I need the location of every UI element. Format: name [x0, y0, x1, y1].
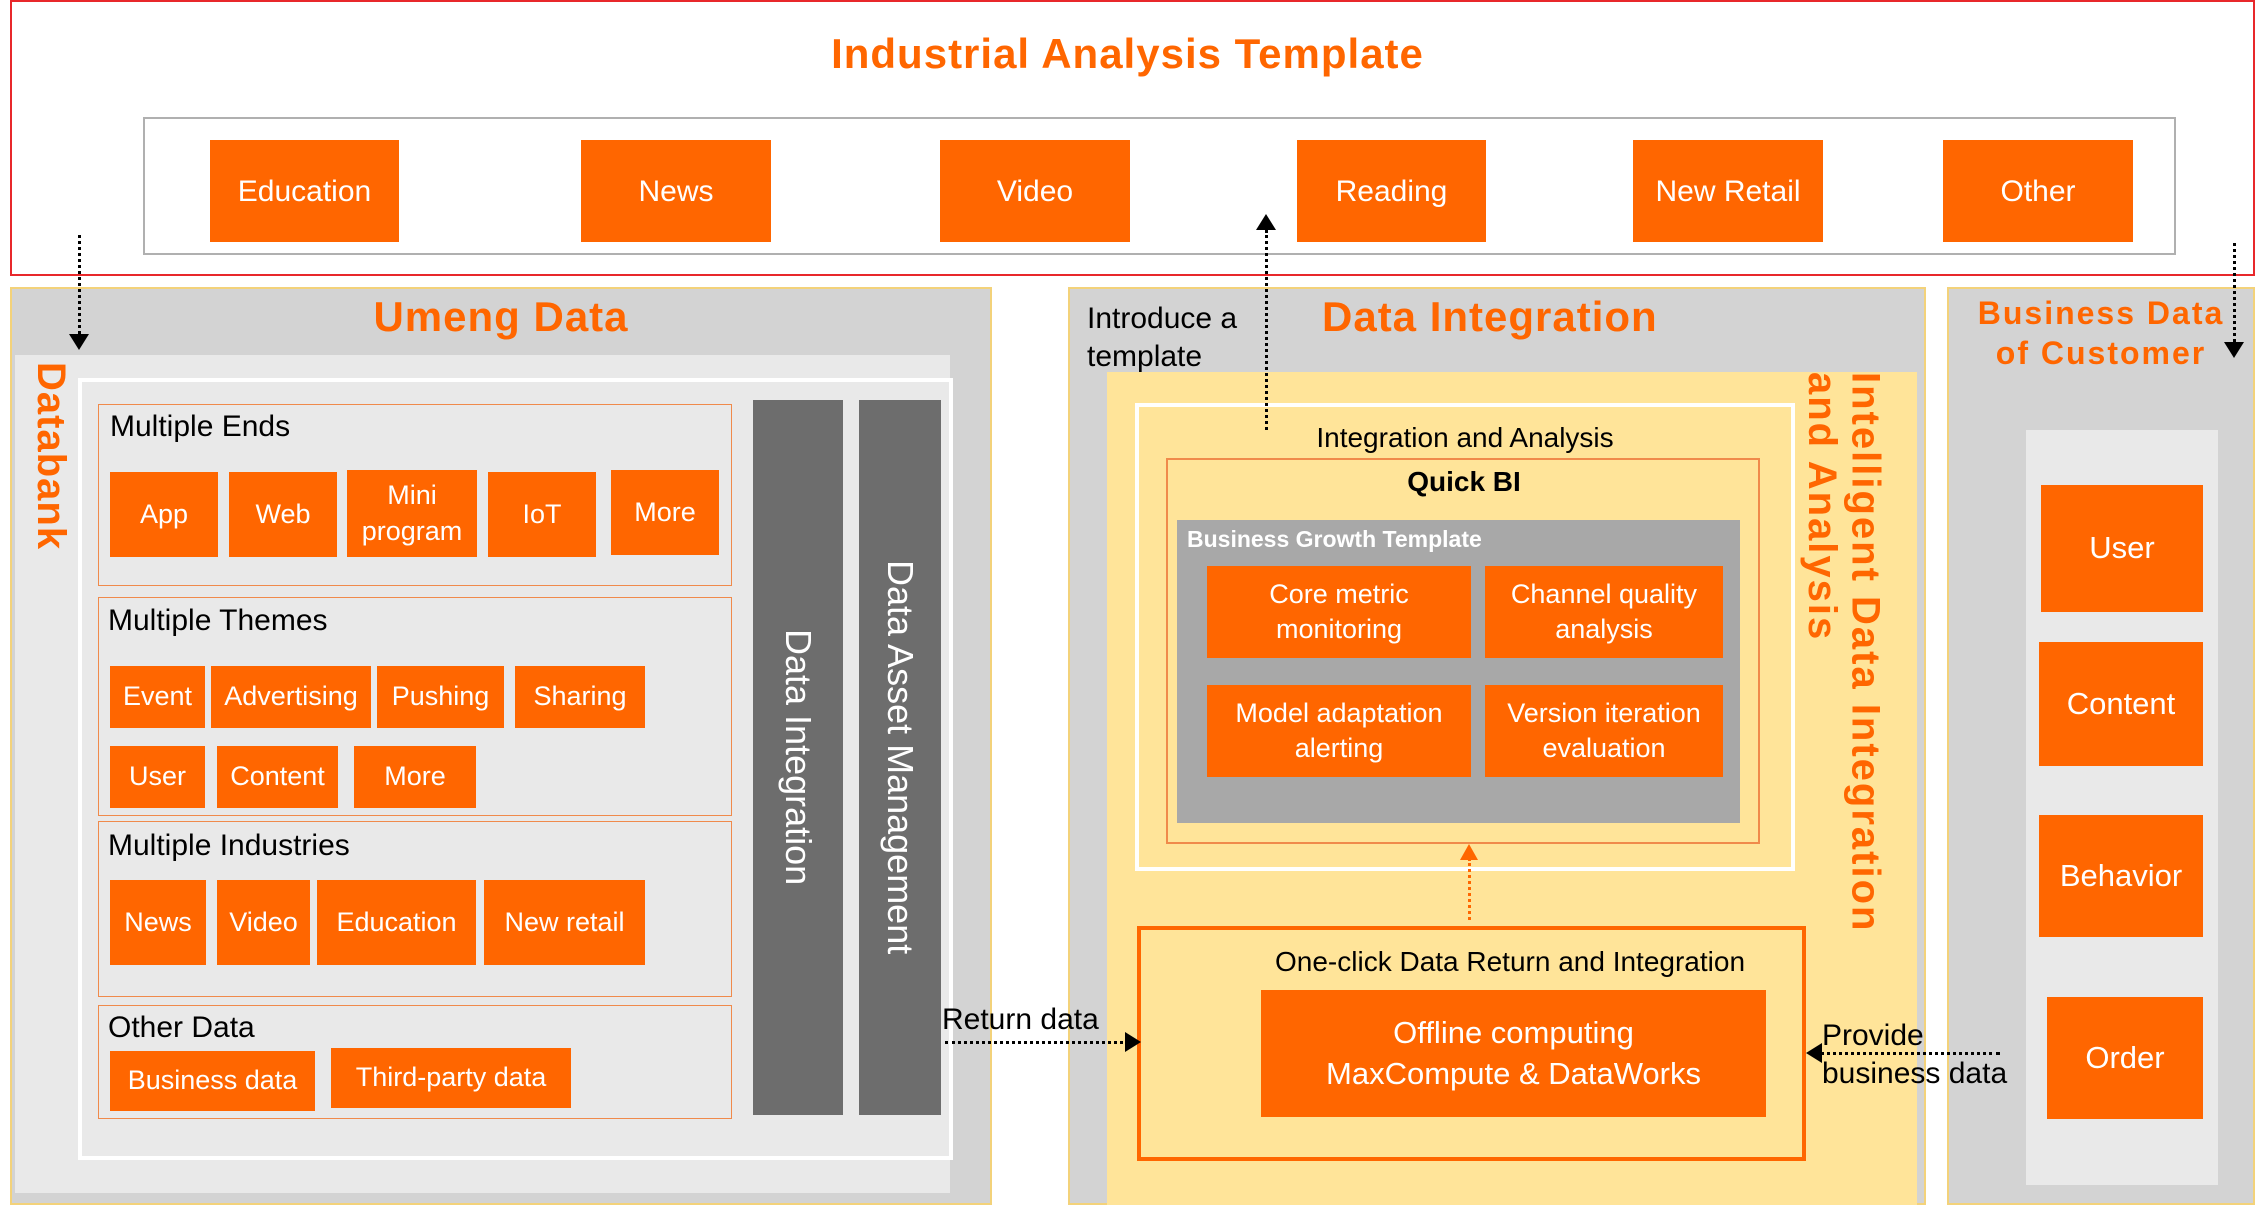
multiple-ends-box	[98, 404, 732, 586]
ind-video: Video	[217, 880, 310, 965]
one-click-title: One-click Data Return and Integration	[1275, 946, 1746, 977]
industry-education: Education	[210, 140, 399, 242]
theme-more: More	[354, 746, 476, 808]
arrow-to-umeng-line	[78, 235, 81, 340]
other-data-title: Other Data	[108, 1011, 255, 1044]
ind-education: Education	[317, 880, 476, 965]
theme-content: Content	[217, 746, 338, 808]
other-third-party-data: Third-party data	[331, 1048, 571, 1108]
one-click-frame	[1137, 926, 1806, 1161]
end-more: More	[611, 470, 719, 555]
industry-new-retail: New Retail	[1633, 140, 1823, 242]
integration-analysis-title: Integration and Analysis	[1316, 422, 1614, 453]
arrow-to-customer-head	[2224, 342, 2244, 358]
data-integration-bar	[753, 400, 843, 1115]
quick-bi-title: Quick BI	[1407, 466, 1521, 497]
industry-other: Other	[1943, 140, 2133, 242]
industrial-template-title: Industrial Analysis Template	[831, 30, 1424, 77]
quick-bi-frame	[1166, 458, 1760, 844]
databank-frame	[78, 378, 953, 1160]
theme-pushing: Pushing	[377, 666, 504, 728]
multiple-industries-title: Multiple Industries	[108, 829, 350, 862]
arrow-oneclick-to-quickbi-head	[1460, 844, 1478, 860]
multiple-ends-title: Multiple Ends	[110, 410, 291, 443]
customer-order: Order	[2047, 997, 2203, 1119]
arrow-introduce-line	[1265, 230, 1268, 430]
customer-user: User	[2041, 485, 2203, 612]
business-growth-template-title: Business Growth Template	[1187, 526, 1482, 552]
other-business-data: Business data	[110, 1051, 315, 1111]
ind-new-retail: New retail	[484, 880, 645, 965]
ind-news: News	[110, 880, 206, 965]
data-integration-bar-label: Data Integration	[778, 629, 819, 886]
data-asset-management-bar-label: Data Asset Management	[880, 560, 921, 955]
arrow-to-customer-line	[2233, 243, 2236, 348]
return-data-label: Return data	[942, 1003, 1099, 1036]
end-app: App	[110, 472, 218, 557]
bgt-channel-quality: Channel quality analysis	[1485, 566, 1723, 658]
arrow-return-data-head	[1125, 1032, 1141, 1052]
intelligent-side-label: Intelligent Data Integration and Analysi…	[1800, 372, 1888, 933]
multiple-industries-box	[98, 821, 732, 997]
bgt-version-iteration: Version iteration evaluation	[1485, 685, 1723, 777]
other-data-box	[98, 1005, 732, 1119]
bgt-core-metric: Core metric monitoring	[1207, 566, 1471, 658]
multiple-themes-box	[98, 597, 732, 816]
bgt-model-adaptation: Model adaptation alerting	[1207, 685, 1471, 777]
arrow-provide-head	[1806, 1043, 1822, 1063]
end-iot: IoT	[488, 472, 596, 557]
databank-label: Databank	[29, 362, 73, 551]
industry-video: Video	[940, 140, 1130, 242]
theme-sharing: Sharing	[515, 666, 645, 728]
provide-business-data-label: Provide business data	[1822, 1019, 2008, 1090]
theme-advertising: Advertising	[211, 666, 371, 728]
integration-analysis-frame	[1135, 403, 1795, 871]
industrial-template-inner	[143, 117, 2176, 255]
theme-event: Event	[110, 666, 205, 728]
offline-computing-box: Offline computing MaxCompute & DataWorks	[1261, 990, 1766, 1117]
theme-user: User	[110, 746, 205, 808]
umeng-data-title: Umeng Data	[373, 293, 629, 340]
customer-behavior: Behavior	[2039, 815, 2203, 937]
introduce-template-label: Introduce a template	[1087, 302, 1238, 373]
industrial-template-frame	[10, 0, 2255, 276]
multiple-themes-title: Multiple Themes	[108, 604, 328, 637]
arrow-introduce-head	[1256, 214, 1276, 230]
data-asset-management-bar	[859, 400, 941, 1115]
arrow-provide-line	[1820, 1052, 2000, 1055]
end-web: Web	[229, 472, 337, 557]
arrow-return-data-line	[945, 1041, 1135, 1044]
customer-content: Content	[2039, 642, 2203, 766]
arrow-to-umeng-head	[69, 334, 89, 350]
customer-title: Business Data of Customer	[1977, 295, 2225, 371]
data-integration-title: Data Integration	[1322, 293, 1658, 340]
end-mini-program: Mini program	[347, 470, 477, 557]
industry-reading: Reading	[1297, 140, 1486, 242]
industry-news: News	[581, 140, 771, 242]
arrow-oneclick-to-quickbi-line	[1468, 858, 1471, 920]
